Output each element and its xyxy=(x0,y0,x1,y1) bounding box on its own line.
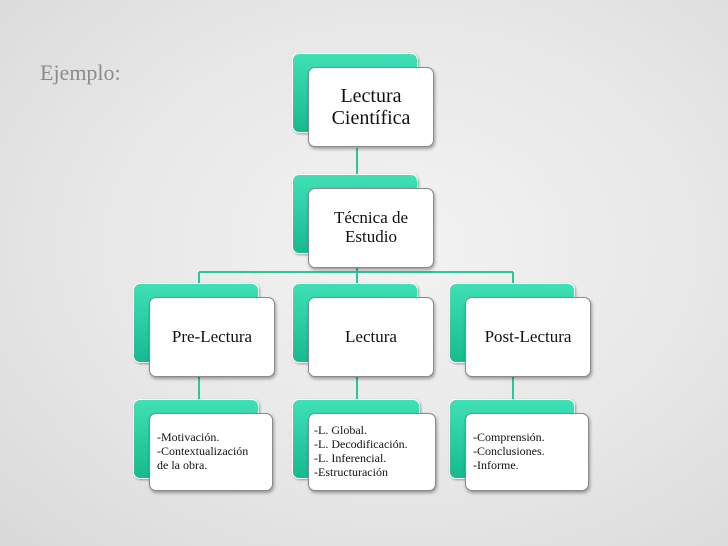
node-lectura-label: Lectura xyxy=(345,326,397,346)
pre-lectura-detail-item: -Contextualización xyxy=(157,444,249,459)
node-pre-lectura-label: Pre-Lectura xyxy=(171,326,253,346)
node-pre-lectura-details: -Motivación. -Contextualización de la ob… xyxy=(133,399,276,495)
post-lectura-detail-item: -Conclusiones. xyxy=(473,444,545,459)
lectura-detail-item: -Estructuración xyxy=(314,464,388,479)
slide-title: Ejemplo: xyxy=(40,60,121,85)
lectura-detail-item: -L. Global. xyxy=(314,423,367,438)
node-lectura-cientifica-line2: Científica xyxy=(331,107,411,129)
node-tecnica-de-estudio: Técnica de Estudio xyxy=(292,174,435,270)
post-lectura-detail-item: -Informe. xyxy=(473,457,519,472)
pre-lectura-detail-item: -Motivación. xyxy=(157,430,220,445)
node-pre-lectura: Pre-Lectura xyxy=(133,283,276,379)
post-lectura-detail-item: -Comprensión. xyxy=(473,430,545,445)
node-tecnica-line1: Técnica de xyxy=(333,208,409,228)
pre-lectura-detail-item: de la obra. xyxy=(157,457,208,472)
node-post-lectura: Post-Lectura xyxy=(449,283,592,379)
node-lectura-cientifica: Lectura Científica xyxy=(292,53,435,149)
node-lectura: Lectura xyxy=(292,283,435,379)
node-post-lectura-details: -Comprensión. -Conclusiones. -Informe. xyxy=(449,399,592,495)
lectura-detail-item: -L. Decodificación. xyxy=(314,437,408,452)
node-post-lectura-label: Post-Lectura xyxy=(484,326,572,346)
node-lectura-details: -L. Global. -L. Decodificación. -L. Infe… xyxy=(292,399,438,495)
node-tecnica-line2: Estudio xyxy=(345,227,397,246)
node-lectura-cientifica-line1: Lectura xyxy=(340,85,402,107)
lectura-detail-item: -L. Inferencial. xyxy=(314,451,387,465)
